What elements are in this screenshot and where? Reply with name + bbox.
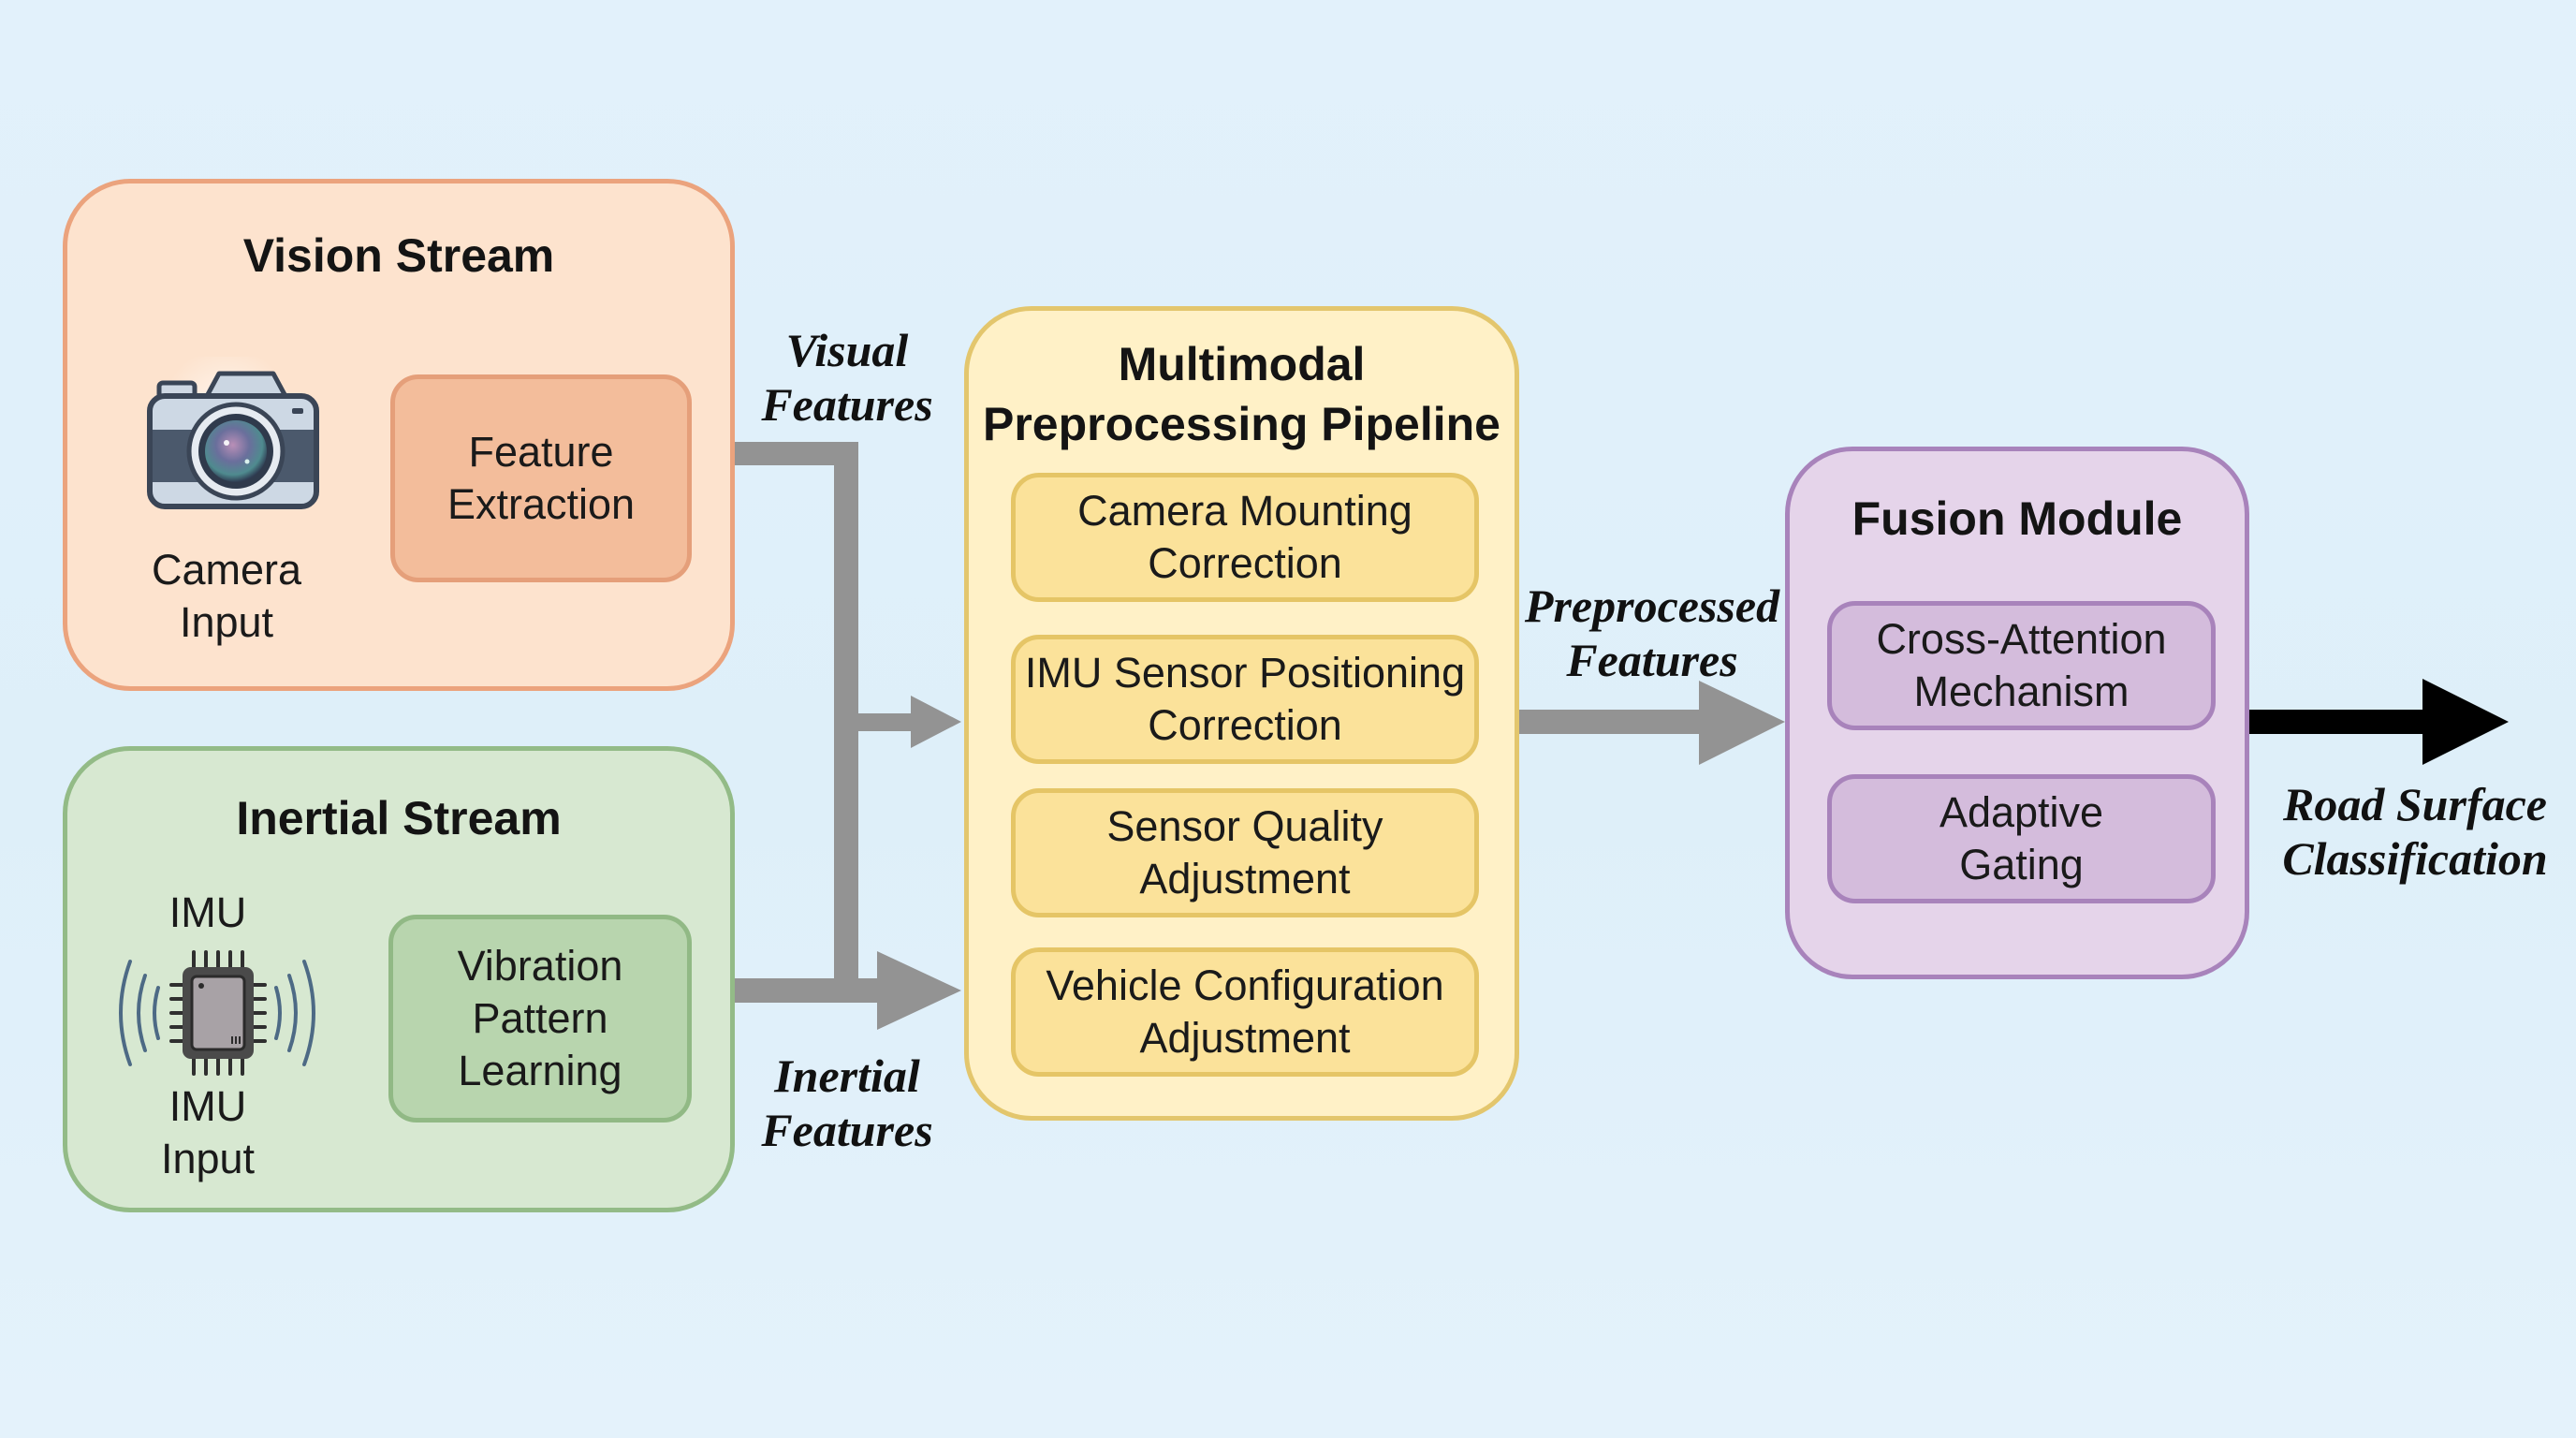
road-surface-classification-label: Road Surface Classification xyxy=(2282,778,2548,885)
fusion-step-cross-attention: Cross-Attention Mechanism xyxy=(1827,601,2216,730)
camera-icon xyxy=(133,347,320,516)
preprocessing-pipeline-box: Multimodal Preprocessing Pipeline Camera… xyxy=(964,306,1519,1121)
fusion-module-box: Fusion Module Cross-Attention Mechanism … xyxy=(1785,447,2249,979)
inertial-features-label: Inertial Features xyxy=(761,1049,933,1156)
output-arrow xyxy=(2249,679,2509,765)
preprocessed-features-arrow xyxy=(1519,681,1785,765)
vision-stream-title: Vision Stream xyxy=(242,229,555,282)
fusion-step-adaptive-gating: Adaptive Gating xyxy=(1827,774,2216,903)
pipeline-step-imu-positioning-correction: IMU Sensor Positioning Correction xyxy=(1011,635,1479,764)
imu-chip-icon xyxy=(110,943,325,1083)
imu-label: IMU xyxy=(168,888,247,936)
pipeline-title: Multimodal Preprocessing Pipeline xyxy=(983,338,1500,450)
pipeline-step-vehicle-configuration-adjustment: Vehicle Configuration Adjustment xyxy=(1011,947,1479,1077)
fusion-module-title: Fusion Module xyxy=(1852,492,2183,545)
pipeline-step-camera-mounting-correction: Camera Mounting Correction xyxy=(1011,473,1479,602)
inertial-stream-title: Inertial Stream xyxy=(236,792,562,844)
imu-input-caption: IMU Input xyxy=(160,1082,256,1182)
vision-stream-box: Vision Stream xyxy=(63,179,735,691)
pipeline-step-sensor-quality-adjustment: Sensor Quality Adjustment xyxy=(1011,788,1479,917)
inertial-stream-box: Inertial Stream IMU xyxy=(63,746,735,1212)
inertial-features-arrow xyxy=(735,951,961,1030)
camera-input-caption: Camera Input xyxy=(151,546,302,646)
vibration-pattern-learning-block: Vibration Pattern Learning xyxy=(388,915,692,1123)
preprocessed-features-label: Preprocessed Features xyxy=(1524,580,1780,686)
feature-extraction-block: Feature Extraction xyxy=(390,374,692,582)
visual-features-label: Visual Features xyxy=(761,324,933,431)
visual-features-arrow xyxy=(735,442,961,1002)
